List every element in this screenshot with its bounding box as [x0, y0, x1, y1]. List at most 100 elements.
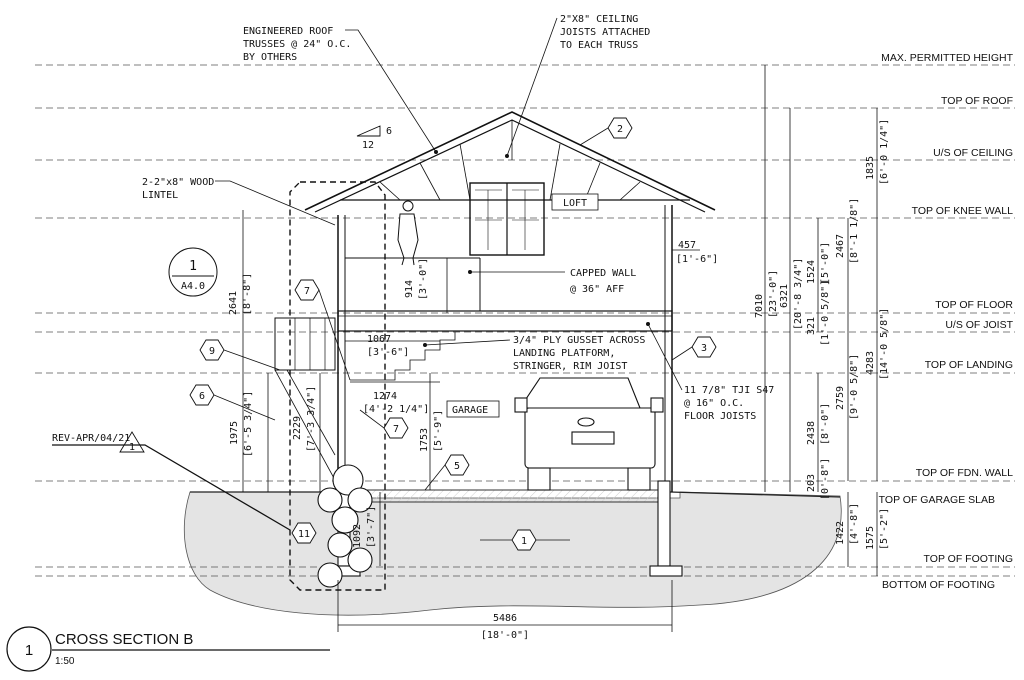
svg-text:ENGINEERED ROOF: ENGINEERED ROOF — [243, 26, 333, 37]
tag-9: 9 — [209, 346, 215, 357]
svg-text:LANDING PLATFORM,: LANDING PLATFORM, — [513, 348, 615, 359]
dim-2641: 2641 — [228, 291, 239, 315]
tag-3: 3 — [701, 343, 707, 354]
level-bottom-footing: BOTTOM OF FOOTING — [882, 579, 995, 591]
dim-457-imp: [1'-6"] — [676, 254, 718, 265]
level-top-footing: TOP OF FOOTING — [924, 553, 1013, 565]
dim-1524: 1524 — [806, 260, 817, 284]
level-top-garage-slab: TOP OF GARAGE SLAB — [879, 494, 995, 506]
dim-321: 321 — [806, 317, 817, 335]
dim-1524-imp: [5'-0"] — [820, 242, 831, 284]
dim-2438-imp: [8'-0"] — [820, 403, 831, 445]
tag-7a: 7 — [304, 286, 310, 297]
dim-1753: 1753 — [419, 428, 430, 452]
dim-914-imp: [3'-0"] — [418, 258, 429, 300]
dim-2759-imp: [9'-0 5/8"] — [849, 354, 860, 420]
dim-7010: 7010 — [754, 294, 765, 318]
dim-1092: 1092 — [352, 524, 363, 548]
title-number: 1 — [25, 642, 33, 659]
svg-text:BY OTHERS: BY OTHERS — [243, 52, 297, 63]
level-top-landing: TOP OF LANDING — [925, 359, 1013, 371]
svg-text:1: 1 — [189, 259, 197, 274]
svg-text:2-2"x8" WOOD: 2-2"x8" WOOD — [142, 177, 214, 188]
level-max-height: MAX. PERMITTED HEIGHT — [881, 52, 1013, 64]
svg-text:12: 12 — [362, 140, 374, 151]
truck-figure — [514, 377, 664, 491]
dim-2229: 2229 — [292, 416, 303, 440]
shrub-figure — [317, 464, 373, 588]
dim-6321: 6321 — [779, 284, 790, 308]
level-us-joist: U/S OF JOIST — [945, 319, 1013, 331]
dim-203-imp: [0'-8"] — [820, 458, 831, 500]
dim-2438: 2438 — [806, 421, 817, 445]
tag-7b: 7 — [393, 424, 399, 435]
note-ceiling-joists: 2"X8" CEILING JOISTS ATTACHED TO EACH TR… — [505, 14, 650, 158]
dim-1975: 1975 — [229, 421, 240, 445]
svg-text:6: 6 — [386, 126, 392, 137]
svg-text:3/4" PLY GUSSET ACROSS: 3/4" PLY GUSSET ACROSS — [513, 335, 645, 346]
dim-914: 914 — [404, 280, 415, 298]
note-lintel: 2-2"x8" WOOD LINTEL — [142, 177, 336, 226]
dim-1835: 1835 — [865, 156, 876, 180]
dim-2467-imp: [8'-1 1/8"] — [849, 198, 860, 264]
svg-text:@ 16" O.C.: @ 16" O.C. — [684, 398, 744, 409]
dim-1753-imp: [5'-9"] — [433, 410, 444, 452]
tag-11: 11 — [298, 529, 310, 540]
dim-1067-imp: [3'-6"] — [367, 347, 409, 358]
dim-2229-imp: [7'-3 3/4"] — [306, 386, 317, 452]
loft-label: LOFT — [563, 198, 587, 209]
dim-1975-imp: [6'-5 3/4"] — [243, 391, 254, 457]
revision-note: REV-APR/04/21 — [52, 433, 291, 531]
dim-1092-imp: [3'-7"] — [366, 506, 377, 548]
drawing-title: CROSS SECTION B — [55, 631, 193, 648]
tag-1: 1 — [521, 536, 527, 547]
svg-text:@ 36" AFF: @ 36" AFF — [570, 284, 624, 295]
dim-1274: 1274 — [373, 391, 397, 402]
note-trusses: ENGINEERED ROOF TRUSSES @ 24" O.C. BY OT… — [243, 26, 438, 154]
dim-457: 457 — [678, 240, 696, 251]
garage-label-box — [446, 400, 500, 418]
section-reference-bubble: 1 A4.0 — [168, 247, 218, 297]
dim-6321-imp: [20'-8 3/4"] — [793, 258, 804, 330]
svg-text:CAPPED WALL: CAPPED WALL — [570, 268, 636, 279]
dim-2759: 2759 — [835, 386, 846, 410]
level-top-fdn-wall: TOP OF FDN. WALL — [916, 467, 1013, 479]
svg-text:FLOOR JOISTS: FLOOR JOISTS — [684, 411, 756, 422]
svg-text:STRINGER, RIM JOIST: STRINGER, RIM JOIST — [513, 361, 627, 372]
person-figure — [397, 200, 419, 266]
note-gusset: 3/4" PLY GUSSET ACROSS LANDING PLATFORM,… — [423, 335, 645, 372]
loft-label-box — [551, 193, 599, 211]
dim-1067: 1067 — [367, 334, 391, 345]
svg-text:2"X8" CEILING: 2"X8" CEILING — [560, 14, 638, 25]
svg-text:A4.0: A4.0 — [181, 281, 205, 292]
grade-line-right — [669, 491, 841, 498]
dim-1422-imp: [4'-8"] — [849, 503, 860, 545]
dimension-lines — [242, 65, 878, 632]
level-top-knee-wall: TOP OF KNEE WALL — [912, 205, 1013, 217]
drawing-scale: 1:50 — [55, 656, 75, 667]
level-top-roof: TOP OF ROOF — [941, 95, 1013, 107]
note-floor-joists: 11 7/8" TJI S47 @ 16" O.C. FLOOR JOISTS — [646, 322, 774, 422]
dim-1575-imp: [5'-2"] — [879, 508, 890, 550]
dim-1274-imp: [4'-2 1/4"] — [363, 404, 429, 415]
dim-1835-imp: [6'-0 1/4"] — [879, 119, 890, 185]
drawing-title-block: 1 CROSS SECTION B 1:50 — [6, 626, 330, 672]
ground-fill — [183, 491, 842, 616]
level-top-floor: TOP OF FLOOR — [935, 299, 1013, 311]
dim-2467: 2467 — [835, 234, 846, 258]
dim-5486: 5486 — [493, 613, 517, 624]
dim-7010-imp: [23'-0"] — [768, 270, 779, 318]
svg-text:TO EACH TRUSS: TO EACH TRUSS — [560, 40, 638, 51]
svg-text:11 7/8" TJI S47: 11 7/8" TJI S47 — [684, 385, 774, 396]
detail-tags — [119, 117, 717, 551]
svg-text:LINTEL: LINTEL — [142, 190, 178, 201]
slab — [339, 489, 666, 503]
dim-4283: 4283 — [865, 351, 876, 375]
dim-321-imp: [1'-0 5/8"] — [820, 280, 831, 346]
tag-6: 6 — [199, 391, 205, 402]
dim-4283-imp: [14'-0 5/8"] — [879, 308, 890, 380]
dim-1575: 1575 — [865, 526, 876, 550]
dim-1422: 1422 — [835, 521, 846, 545]
svg-text:TRUSSES @ 24" O.C.: TRUSSES @ 24" O.C. — [243, 39, 351, 50]
